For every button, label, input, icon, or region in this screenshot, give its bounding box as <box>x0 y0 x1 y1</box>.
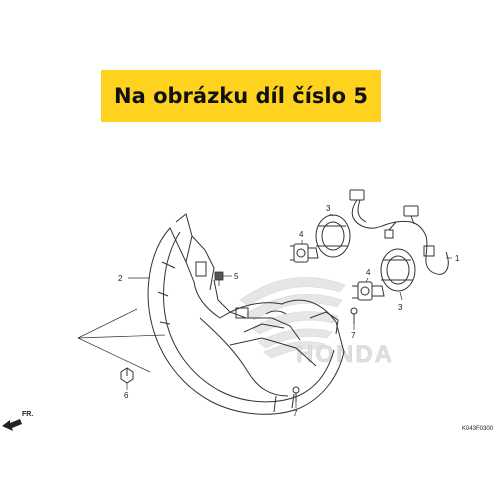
callout-4-lower: 4 <box>366 268 371 277</box>
callout-7-lower: 7 <box>293 409 298 418</box>
callout-3-upper: 3 <box>326 204 331 213</box>
bulb-lower <box>352 281 385 301</box>
callout-7-upper: 7 <box>351 331 356 340</box>
nut-6 <box>120 367 134 384</box>
front-arrow-label: FR. <box>22 411 33 418</box>
callout-1: 1 <box>455 254 460 263</box>
callout-4-upper: 4 <box>299 230 304 239</box>
bulb-upper <box>290 243 319 263</box>
callout-6: 6 <box>124 391 129 400</box>
part-number-banner: Na obrázku díl číslo 5 <box>101 70 381 122</box>
diagram-code: K043F0300 <box>462 426 494 432</box>
leader-lines <box>77 213 452 408</box>
honda-watermark-text: HONDA <box>296 341 394 368</box>
callout-2: 2 <box>118 274 123 283</box>
front-arrow-icon: FR. <box>2 411 33 431</box>
bulb-cover-upper <box>315 214 351 258</box>
bulb-cover-lower <box>380 248 416 292</box>
screw-5 <box>214 271 224 286</box>
callout-3-lower: 3 <box>398 303 403 312</box>
screw-7a <box>350 307 358 324</box>
honda-wing-watermark <box>239 277 346 359</box>
screw-7b <box>292 386 300 402</box>
callout-5: 5 <box>234 272 239 281</box>
wire-harness <box>349 189 449 275</box>
headlight-housing <box>147 213 345 415</box>
banner-text: Na obrázku díl číslo 5 <box>114 84 368 108</box>
